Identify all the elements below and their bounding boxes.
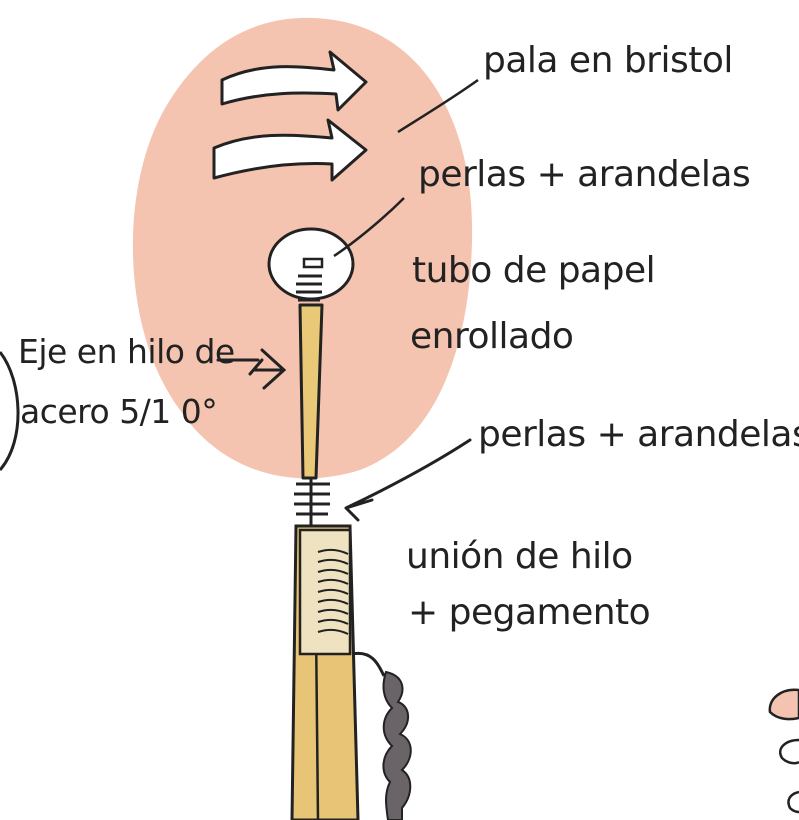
rotation-arrow-icon: [212, 118, 368, 182]
bead-circle: [267, 227, 355, 301]
label-paddle: pala en bristol: [483, 40, 733, 81]
pointer-beads-bottom: [344, 438, 472, 522]
arrow-axis-icon: [216, 348, 287, 390]
label-beads-bottom: perlas + arandelas: [478, 414, 799, 455]
label-joint-line1: unión de hilo: [406, 536, 633, 577]
thread-end: [351, 651, 386, 677]
washer-top: [302, 257, 324, 269]
label-tube-line2: enrollado: [410, 316, 574, 357]
left-edge-shape: [0, 351, 20, 471]
coil-top-icon: [296, 274, 322, 302]
pointer-beads-top: [333, 197, 405, 258]
label-axis-line2: acero 5/1 0°: [20, 392, 218, 431]
label-beads-top: perlas + arandelas: [418, 154, 751, 195]
edge-shape-br3: [787, 790, 799, 814]
label-tube-line1: tubo de papel: [412, 250, 656, 291]
edge-shape-br2: [779, 738, 799, 765]
label-axis-line1: Eje en hilo de: [18, 332, 235, 371]
label-joint-line2: + pegamento: [408, 592, 651, 633]
paper-tube: [298, 303, 324, 480]
edge-shape-br1: [768, 688, 799, 721]
rotation-arrow-icon: [220, 50, 368, 112]
twisted-rope: [382, 670, 412, 820]
pointer-paddle: [397, 78, 479, 134]
thread-wraps-icon: [317, 548, 349, 635]
